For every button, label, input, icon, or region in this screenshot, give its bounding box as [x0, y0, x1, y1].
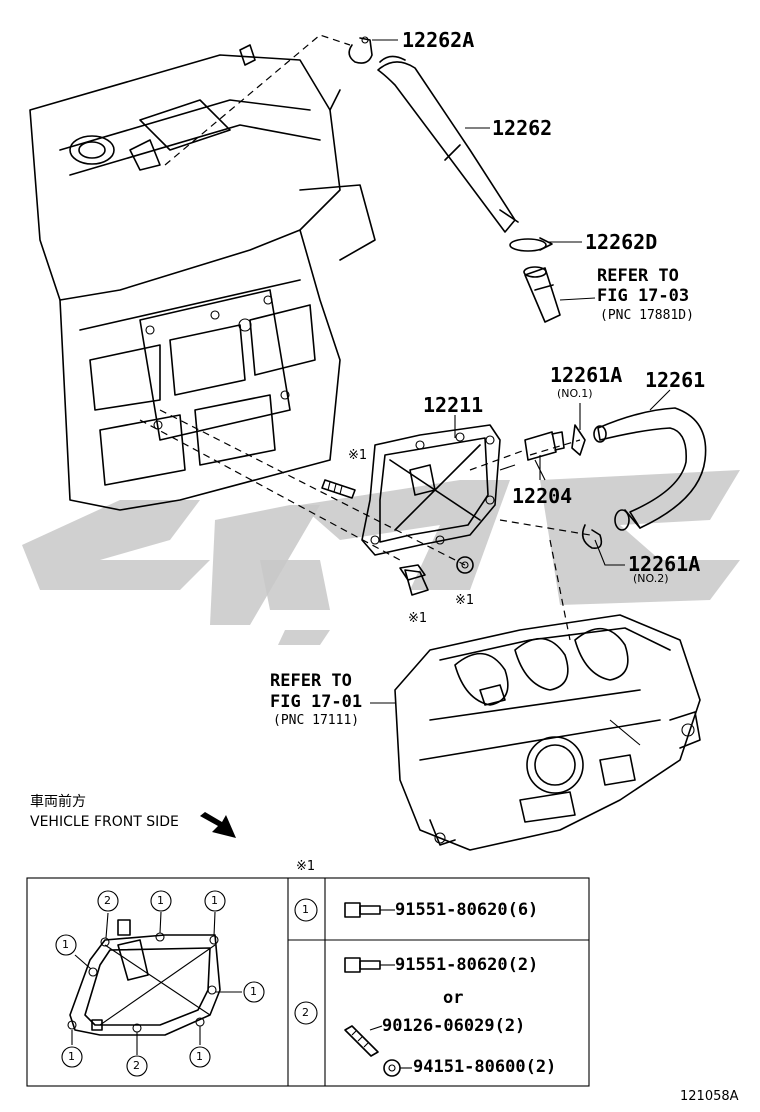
table-fastener-icons — [344, 902, 412, 1077]
table-row1-key: 1 — [302, 903, 309, 916]
clip-12261A-no2 — [581, 524, 603, 550]
table-row2-part-a: 91551-80620(2) — [395, 955, 539, 975]
inset-circle-1-f: 1 — [196, 1050, 203, 1063]
label-12261A-no2: 12261A — [628, 552, 701, 576]
table-header-mark: ※1 — [296, 859, 316, 874]
table-row1-part: 91551-80620(6) — [395, 900, 539, 920]
clamp-12262A — [348, 36, 373, 64]
intake-manifold — [394, 614, 701, 851]
inset-table-frame — [26, 877, 590, 1087]
cover-12211 — [361, 424, 516, 556]
refer-to-17-03-line2: FIG 17-03 — [597, 286, 690, 306]
clamp-12262D — [509, 237, 553, 252]
label-12262D: 12262D — [585, 230, 658, 254]
label-12261: 12261 — [645, 368, 706, 392]
pcv-fitting — [523, 266, 561, 323]
refer-to-17-01-line3: (PNC 17111) — [273, 713, 360, 728]
bolt — [399, 564, 429, 596]
label-12262A: 12262A — [402, 28, 475, 52]
refer-to-17-03-line3: (PNC 17881D) — [600, 308, 694, 323]
table-row2-part-c: 94151-80600(2) — [413, 1057, 557, 1077]
label-leaders — [370, 39, 671, 704]
mark-nut: ※1 — [455, 593, 475, 608]
label-12261A-no2-sub: (NO.2) — [633, 572, 669, 585]
mark-bolt: ※1 — [408, 611, 428, 626]
inset-circle-1-d: 1 — [250, 985, 257, 998]
label-12211: 12211 — [423, 393, 484, 417]
label-12261A-no1-sub: (NO.1) — [557, 387, 593, 400]
hose-12262 — [377, 55, 519, 233]
figure-id: 121058A — [680, 1089, 739, 1104]
refer-to-17-01-line2: FIG 17-01 — [270, 692, 363, 712]
inset-cover-drawing — [67, 911, 242, 1055]
inset-circle-1-a: 1 — [157, 894, 164, 907]
engine-block-drawing — [29, 44, 376, 511]
inset-circle-2-top: 2 — [104, 894, 111, 907]
vehicle-front-en: VEHICLE FRONT SIDE — [30, 814, 179, 830]
mark-stud: ※1 — [348, 448, 368, 463]
inset-circle-1-b: 1 — [211, 894, 218, 907]
refer-to-17-01-line1: REFER TO — [270, 671, 352, 691]
inset-circle-1-e: 1 — [68, 1050, 75, 1063]
inset-callout-circles — [55, 890, 318, 1077]
label-12261A-no1: 12261A — [550, 363, 623, 387]
inset-circle-1-c: 1 — [62, 938, 69, 951]
vehicle-front-jp: 車両前方 — [30, 794, 86, 810]
refer-to-17-03-line1: REFER TO — [597, 266, 679, 286]
inset-circle-2-bottom: 2 — [133, 1059, 140, 1072]
vehicle-front-arrow — [200, 812, 236, 838]
stud-bolt — [321, 479, 356, 499]
table-row2-or: or — [443, 988, 464, 1008]
hose-12261 — [593, 407, 707, 531]
table-row2-part-b: 90126-06029(2) — [382, 1016, 526, 1036]
nut — [456, 556, 474, 574]
table-row2-key: 2 — [302, 1006, 309, 1019]
label-12204: 12204 — [512, 484, 573, 508]
label-12262: 12262 — [492, 116, 553, 140]
valve-12204 — [524, 431, 565, 481]
clip-12261A-no1 — [571, 424, 586, 456]
